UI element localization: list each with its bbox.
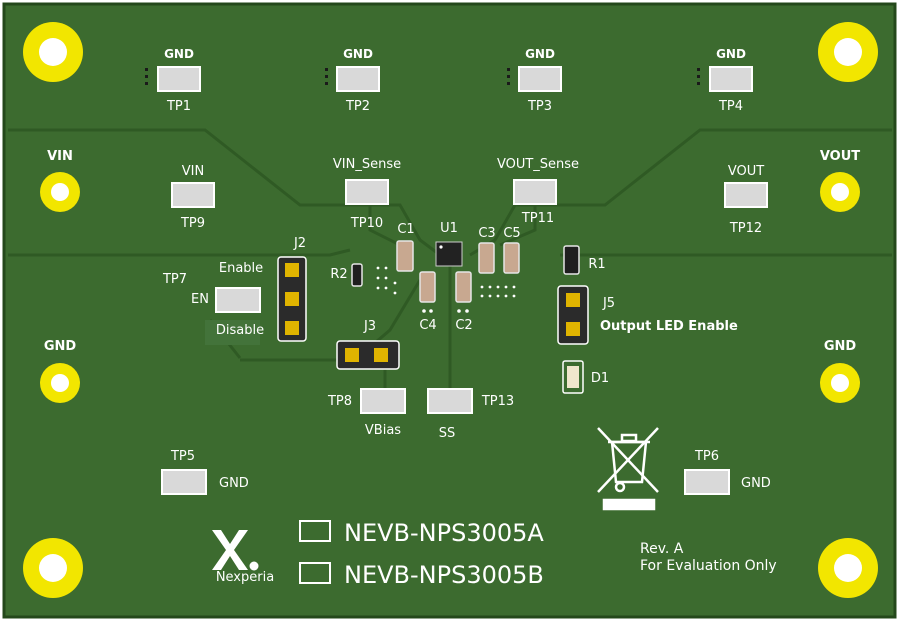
- tp-label: TP3: [527, 99, 552, 114]
- tp-label: TP11: [521, 211, 554, 226]
- ref-label: J3: [363, 319, 376, 334]
- test-point-tp5[interactable]: TP5 GND: [161, 449, 249, 495]
- ref-label: R2: [330, 267, 347, 282]
- tp-label: TP2: [345, 99, 370, 114]
- tp-label: TP4: [718, 99, 743, 114]
- terminal-gnd-right[interactable]: GND: [820, 339, 860, 403]
- component-r2: R2: [330, 263, 363, 287]
- component-c1: C1: [396, 222, 415, 272]
- ref-label: R1: [588, 257, 605, 272]
- component-r1: R1: [563, 245, 606, 275]
- j2-enable-label: Enable: [219, 261, 263, 276]
- ref-label: C5: [503, 226, 520, 241]
- test-point-tp4[interactable]: GND TP4: [709, 47, 753, 114]
- mounting-holes: [23, 22, 878, 598]
- net-label: VOUT: [728, 164, 764, 179]
- copper-pour: [205, 320, 260, 345]
- net-label: SS: [439, 426, 456, 441]
- nexperia-logo-icon: Nexperia: [212, 530, 274, 585]
- net-label: VIN: [182, 164, 204, 179]
- variant-a: NEVB-NPS3005A: [299, 519, 544, 547]
- test-point-tp13[interactable]: TP13 SS: [427, 388, 514, 441]
- test-point-tp10[interactable]: VIN_Sense TP10: [333, 157, 401, 231]
- variant-b-label: NEVB-NPS3005B: [344, 561, 544, 589]
- ref-label: U1: [440, 221, 458, 236]
- tp-label: TP6: [694, 449, 719, 464]
- net-label: GND: [716, 47, 746, 61]
- pin-marks: [145, 68, 700, 85]
- ref-label: C4: [419, 318, 436, 333]
- tp-label: TP12: [729, 221, 762, 236]
- variant-b: NEVB-NPS3005B: [299, 561, 544, 589]
- test-point-tp12[interactable]: VOUT TP12: [724, 164, 768, 236]
- terminal-label: GND: [44, 339, 77, 354]
- terminal-vout[interactable]: VOUT: [820, 149, 860, 212]
- net-label: VOUT_Sense: [497, 157, 579, 172]
- mounting-hole-icon: [23, 22, 83, 82]
- terminal-label: VOUT: [820, 149, 860, 164]
- tp-label: TP7: [162, 272, 187, 287]
- component-c5: C5: [503, 226, 521, 274]
- variant-a-label: NEVB-NPS3005A: [344, 519, 544, 547]
- component-u1: U1: [435, 221, 463, 267]
- test-point-tp9[interactable]: VIN TP9: [171, 164, 215, 231]
- net-label: VBias: [365, 423, 401, 438]
- ref-label: D1: [591, 371, 609, 386]
- jumper-j5[interactable]: J5 Output LED Enable: [557, 285, 738, 345]
- ref-label: J5: [602, 296, 615, 311]
- ref-label: J2: [293, 236, 306, 251]
- via-grid: [376, 266, 516, 298]
- net-label: VIN_Sense: [333, 157, 401, 172]
- net-label: GND: [741, 476, 771, 491]
- component-c3: C3: [478, 226, 496, 274]
- tp-label: TP9: [180, 216, 205, 231]
- terminal-label: VIN: [47, 149, 73, 164]
- test-point-tp7[interactable]: TP7 EN: [162, 272, 261, 313]
- net-label: GND: [219, 476, 249, 491]
- component-d1: D1: [562, 360, 609, 394]
- test-point-tp8[interactable]: TP8 VBias: [327, 388, 406, 438]
- tp-label: TP8: [327, 394, 352, 409]
- net-label: GND: [343, 47, 373, 61]
- net-label: GND: [164, 47, 194, 61]
- mounting-hole-icon: [818, 22, 878, 82]
- terminal-vin[interactable]: VIN: [40, 149, 80, 212]
- ref-label: C1: [397, 222, 414, 237]
- mounting-hole-icon: [818, 538, 878, 598]
- tp-label: TP5: [170, 449, 195, 464]
- j2-disable-label: Disable: [216, 323, 264, 338]
- copper-traces: [8, 128, 892, 398]
- component-c4: C4: [419, 271, 437, 333]
- jumper-j2[interactable]: J2 Enable Disable: [216, 236, 307, 342]
- logo-text: Nexperia: [216, 570, 274, 585]
- test-point-tp6[interactable]: TP6 GND: [684, 449, 771, 495]
- terminal-label: GND: [824, 339, 857, 354]
- weee-bin-icon: [597, 427, 659, 511]
- tp-label: TP10: [350, 216, 383, 231]
- disclaimer-label: For Evaluation Only: [640, 558, 777, 574]
- test-point-tp3[interactable]: GND TP3: [518, 47, 562, 114]
- tp-label: TP1: [166, 99, 191, 114]
- test-point-tp1[interactable]: GND TP1: [157, 47, 201, 114]
- test-point-tp11[interactable]: VOUT_Sense TP11: [497, 157, 579, 226]
- test-point-tp2[interactable]: GND TP2: [336, 47, 380, 114]
- ref-label: C2: [455, 318, 472, 333]
- jumper-j3[interactable]: J3: [336, 319, 400, 370]
- revision-label: Rev. A: [640, 541, 684, 557]
- net-label: GND: [525, 47, 555, 61]
- component-c2: C2: [455, 271, 473, 333]
- j5-description: Output LED Enable: [600, 319, 738, 334]
- net-label: EN: [191, 292, 209, 307]
- ref-label: C3: [478, 226, 495, 241]
- tp-label: TP13: [481, 394, 514, 409]
- mounting-hole-icon: [23, 538, 83, 598]
- terminal-gnd-left[interactable]: GND: [40, 339, 80, 403]
